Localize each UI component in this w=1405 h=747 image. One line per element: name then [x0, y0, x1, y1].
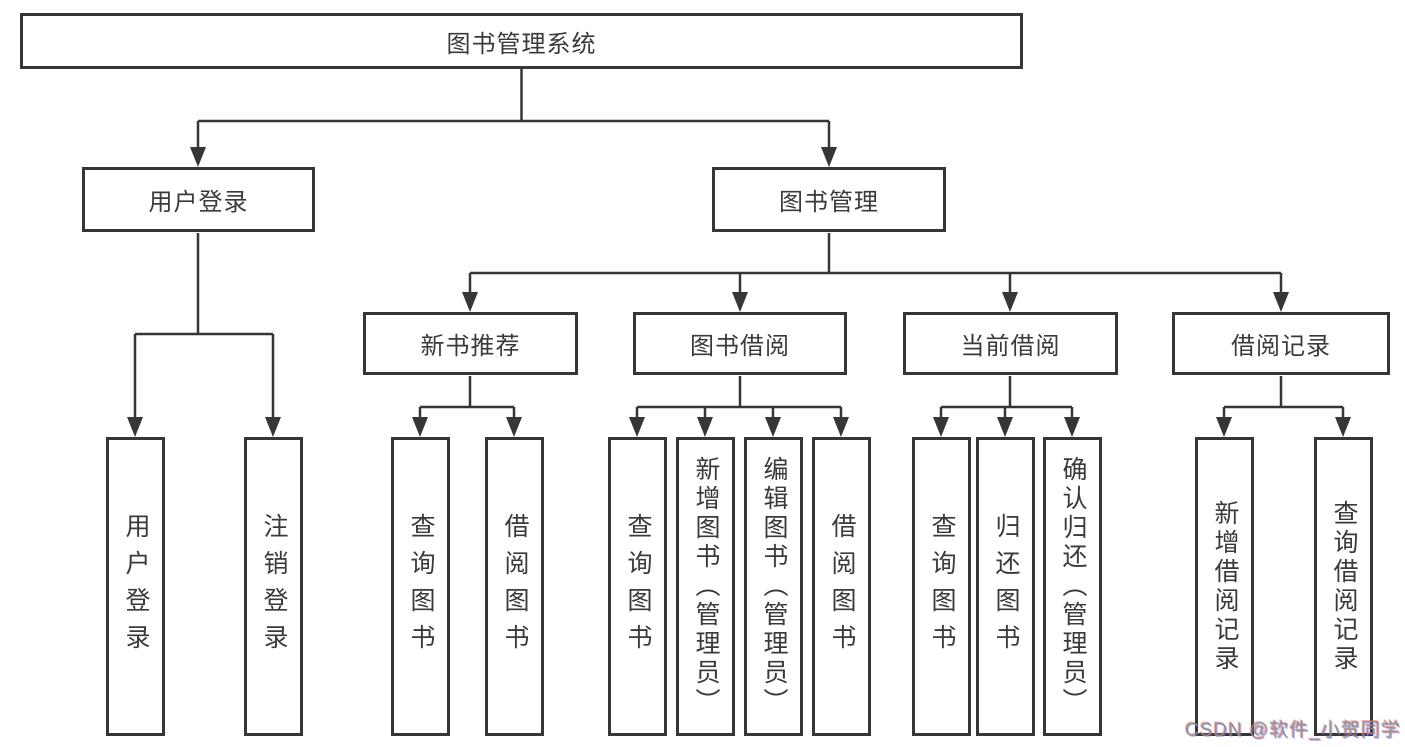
edge-book-mgmt-to-level3 [462, 233, 1289, 312]
leaf-query-books-borrow: 查询图书 [608, 437, 667, 736]
leaf-edit-books-admin: 编辑图书（管理员） [744, 437, 803, 736]
leaf-user-login: 用户登录 [106, 437, 165, 736]
leaf-add-borrow-record-label: 新增借阅记录 [1211, 499, 1239, 674]
arrowhead [462, 292, 1289, 312]
edge-root-to-level2 [190, 69, 837, 167]
node-user-login: 用户登录 [82, 167, 315, 232]
edge-new-books-to-leaves [412, 376, 522, 437]
leaf-edit-books-admin-label: 编辑图书（管理员） [760, 456, 788, 717]
edge-current-borrow-to-leaves [933, 376, 1080, 437]
node-book-borrow: 图书借阅 [633, 312, 847, 375]
leaf-add-books-admin: 新增图书（管理员） [676, 437, 735, 736]
leaf-return-books: 归还图书 [976, 437, 1035, 736]
leaf-query-borrow-record-label: 查询借阅记录 [1330, 499, 1358, 674]
node-user-login-label: 用户登录 [148, 189, 249, 216]
arrowhead [190, 147, 837, 167]
leaf-logout: 注销登录 [244, 437, 303, 736]
leaf-borrow-books: 借阅图书 [812, 437, 871, 736]
leaf-add-borrow-record: 新增借阅记录 [1195, 437, 1254, 736]
node-library-system-label: 图书管理系统 [446, 30, 597, 58]
leaf-add-books-admin-label: 新增图书（管理员） [692, 456, 720, 717]
node-current-borrow: 当前借阅 [903, 312, 1118, 375]
node-current-borrow-label: 当前借阅 [960, 333, 1061, 360]
edge-book-borrow-to-leaves [629, 376, 849, 437]
arrowhead [127, 417, 281, 437]
leaf-borrow-books-recommend: 借阅图书 [485, 437, 544, 736]
node-book-management: 图书管理 [712, 167, 946, 232]
node-new-book-recommend: 新书推荐 [363, 312, 578, 375]
leaf-borrow-books-label: 借阅图书 [828, 512, 856, 661]
edge-borrow-records-to-leaves [1216, 376, 1351, 437]
edge-user-login-to-leaves [127, 233, 281, 437]
arrowhead [629, 417, 849, 437]
leaf-return-books-label: 归还图书 [992, 512, 1020, 661]
leaf-query-books-borrow-label: 查询图书 [624, 512, 652, 661]
csdn-watermark: CSDN @软件_小贺同学 [1185, 720, 1401, 741]
node-new-book-recommend-label: 新书推荐 [420, 333, 521, 360]
node-borrow-records: 借阅记录 [1172, 312, 1390, 375]
arrowhead [933, 417, 1080, 437]
leaf-confirm-return-admin: 确认归还（管理员） [1043, 437, 1102, 736]
leaf-user-login-label: 用户登录 [122, 512, 150, 661]
leaf-query-books-recommend: 查询图书 [391, 437, 450, 736]
leaf-borrow-books-recommend-label: 借阅图书 [501, 512, 529, 661]
leaf-query-borrow-record: 查询借阅记录 [1314, 437, 1373, 736]
arrowhead [412, 417, 522, 437]
node-library-system: 图书管理系统 [20, 13, 1023, 69]
node-book-borrow-label: 图书借阅 [690, 333, 790, 360]
node-book-management-label: 图书管理 [779, 189, 879, 216]
node-borrow-records-label: 借阅记录 [1231, 333, 1331, 360]
leaf-query-books-recommend-label: 查询图书 [407, 512, 435, 661]
arrowhead [1216, 417, 1351, 437]
leaf-query-books-current: 查询图书 [912, 437, 971, 736]
leaf-logout-label: 注销登录 [260, 512, 288, 661]
leaf-confirm-return-admin-label: 确认归还（管理员） [1059, 456, 1087, 717]
leaf-query-books-current-label: 查询图书 [928, 512, 956, 661]
